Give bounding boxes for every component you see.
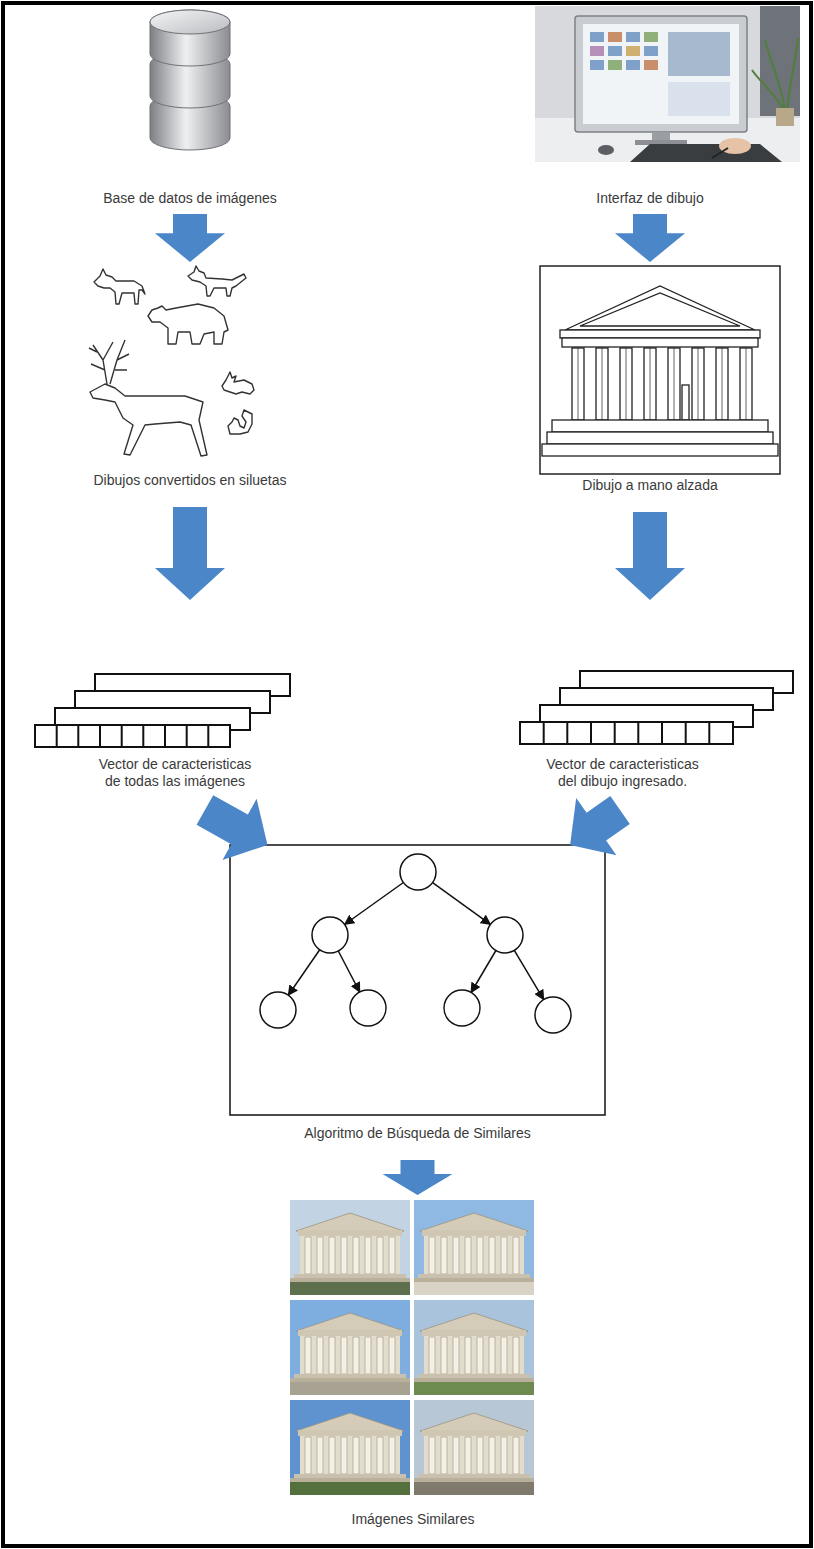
page-frame xyxy=(3,3,811,1546)
figure-node: Vector de caracteristicas del dibujo ing… xyxy=(500,600,745,800)
caption-text: Dibujos convertidos en siluetas xyxy=(94,472,287,489)
database-icon xyxy=(150,10,230,150)
drawing-interface-photo xyxy=(535,6,800,162)
block-arrow xyxy=(615,214,685,262)
feature-vector-stack xyxy=(35,674,290,747)
figure-node: Dibujos convertidos en siluetas xyxy=(60,262,320,497)
feature-vector-stack xyxy=(520,671,793,744)
caption-text: Algoritmo de Búsqueda de Similares xyxy=(304,1125,530,1142)
result-photos xyxy=(290,1200,534,1495)
figure-node: Vector de caracteristicas de todas las i… xyxy=(45,600,305,800)
block-arrow xyxy=(155,507,225,600)
figure-node: Interfaz de dibujo xyxy=(520,5,780,212)
figure-node: Algoritmo de Búsqueda de Similares xyxy=(230,845,605,1150)
caption-text: Imágenes Similares xyxy=(352,1511,475,1528)
figure-node: Base de datos de imágenes xyxy=(90,5,290,212)
search-tree xyxy=(230,845,605,1115)
animal-silhouettes xyxy=(89,266,254,456)
temple-sketch xyxy=(540,266,780,474)
block-arrow xyxy=(155,214,225,262)
caption-text: Dibujo a mano alzada xyxy=(582,477,717,494)
block-arrow xyxy=(615,512,685,600)
block-arrow xyxy=(383,1160,453,1195)
block-arrow xyxy=(197,795,268,860)
caption-text: Interfaz de dibujo xyxy=(596,190,703,207)
block-arrow xyxy=(570,796,630,855)
caption-text: Base de datos de imágenes xyxy=(103,190,277,207)
caption-text: Vector de caracteristicas de todas las i… xyxy=(93,756,258,790)
caption-text: Vector de caracteristicas del dibujo ing… xyxy=(540,756,705,790)
figure-node: Imágenes Similares xyxy=(283,1195,543,1540)
figure-node: Dibujo a mano alzada xyxy=(520,262,780,502)
